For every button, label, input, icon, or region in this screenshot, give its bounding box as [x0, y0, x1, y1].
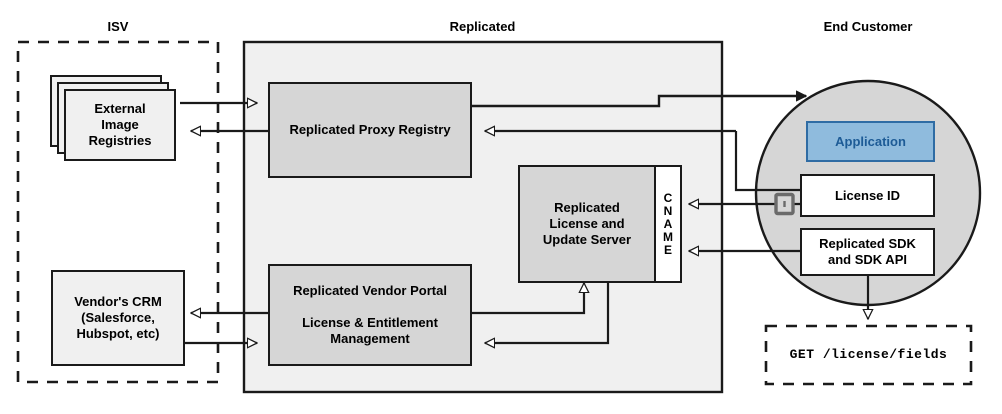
- node-application[interactable]: Application: [806, 121, 935, 162]
- connector-proxy-to-application: [472, 96, 806, 108]
- node-cname-tab[interactable]: C N A M E: [656, 165, 682, 283]
- node-vendor-portal[interactable]: Replicated Vendor Portal License & Entit…: [268, 264, 472, 366]
- cname-letter-a: A: [663, 216, 673, 231]
- cname-letter-e: E: [663, 242, 672, 257]
- node-license-update-server[interactable]: Replicated License and Update Server: [518, 165, 656, 283]
- unlocked-padlock-icon: [774, 192, 795, 216]
- zone-box-isv: [16, 40, 220, 384]
- cname-letter-m: M: [663, 229, 673, 244]
- zone-title-end-customer: End Customer: [823, 19, 913, 34]
- node-proxy-registry[interactable]: Replicated Proxy Registry: [268, 82, 472, 178]
- node-license-id[interactable]: License ID: [800, 174, 935, 217]
- connector-license-server-to-portal: [485, 283, 610, 343]
- zone-box-api-call: [764, 324, 973, 386]
- zone-title-replicated: Replicated: [449, 19, 516, 34]
- cname-letter-n: N: [663, 203, 673, 218]
- node-api-call[interactable]: GET /license/fields: [789, 347, 948, 362]
- node-vendors-crm[interactable]: Vendor's CRM (Salesforce, Hubspot, etc): [51, 270, 185, 366]
- connector-customer-to-proxy-riser: [734, 131, 800, 192]
- node-external-image-registries[interactable]: External Image Registries: [64, 89, 176, 161]
- cname-letter-c: C: [663, 190, 673, 205]
- node-replicated-sdk[interactable]: Replicated SDK and SDK API: [800, 228, 935, 276]
- zone-title-isv: ISV: [107, 19, 129, 34]
- connector-portal-to-license-server: [472, 283, 584, 315]
